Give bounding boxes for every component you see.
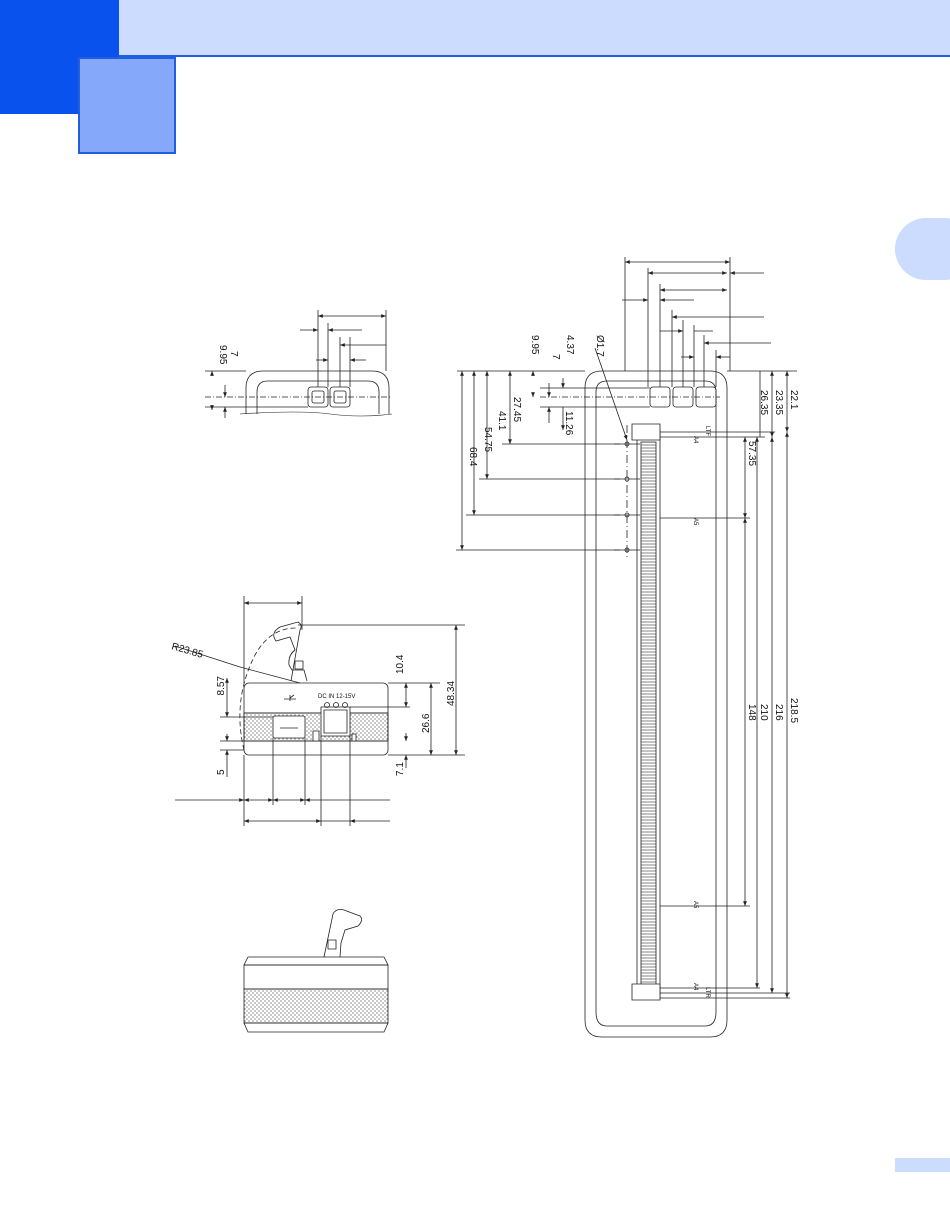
dim-216: 216 — [773, 704, 784, 721]
dim-27-45: 27.45 — [511, 397, 522, 422]
dim-7-plan: 7 — [550, 354, 561, 360]
dim-48-34: 48.34 — [446, 681, 457, 706]
dim-9-95-left: 9.95 — [217, 345, 228, 365]
dim-11-26: 11.26 — [563, 411, 574, 436]
dim-hole-diameter: Ø1.7 — [594, 335, 605, 357]
dim-7-left: 7 — [228, 351, 239, 357]
paper-mark-a5-bottom: A5 — [692, 901, 698, 909]
dim-218-5: 218.5 — [788, 698, 799, 723]
dim-148: 148 — [746, 704, 757, 721]
paper-mark-a4-top: A4 — [692, 436, 698, 444]
side-view — [175, 596, 465, 826]
dc-in-label: DC IN 12-15V — [318, 694, 355, 700]
dim-9-95-plan: 9.95 — [529, 335, 540, 355]
dim-41-1: 41.1 — [496, 411, 507, 431]
dim-7-1: 7.1 — [395, 762, 406, 776]
dim-210: 210 — [758, 704, 769, 721]
paper-mark-a5-top: A5 — [692, 518, 698, 526]
lower-view — [244, 910, 388, 1033]
dim-5: 5 — [216, 769, 227, 775]
dim-57-35: 57.35 — [746, 441, 757, 466]
dim-8-57: 8.57 — [216, 676, 227, 696]
paper-mark-a4-bottom: A4 — [692, 983, 698, 991]
dim-26-6: 26.6 — [421, 713, 432, 733]
dim-10-4: 10.4 — [395, 654, 406, 674]
dim-26-35: 26.35 — [758, 390, 769, 415]
dim-68-4: 68.4 — [467, 447, 478, 467]
plan-view — [456, 257, 797, 1037]
dim-radius: R23.85 — [170, 641, 204, 661]
paper-mark-ltr-bottom: LTR — [704, 987, 710, 999]
dim-4-37: 4.37 — [564, 335, 575, 355]
dim-23-35: 23.35 — [773, 390, 784, 415]
dim-54-75: 54.75 — [482, 427, 493, 452]
dim-22-1: 22.1 — [788, 390, 799, 410]
top-detail-view — [205, 310, 392, 418]
paper-mark-ltr-top: LTF — [704, 426, 710, 437]
